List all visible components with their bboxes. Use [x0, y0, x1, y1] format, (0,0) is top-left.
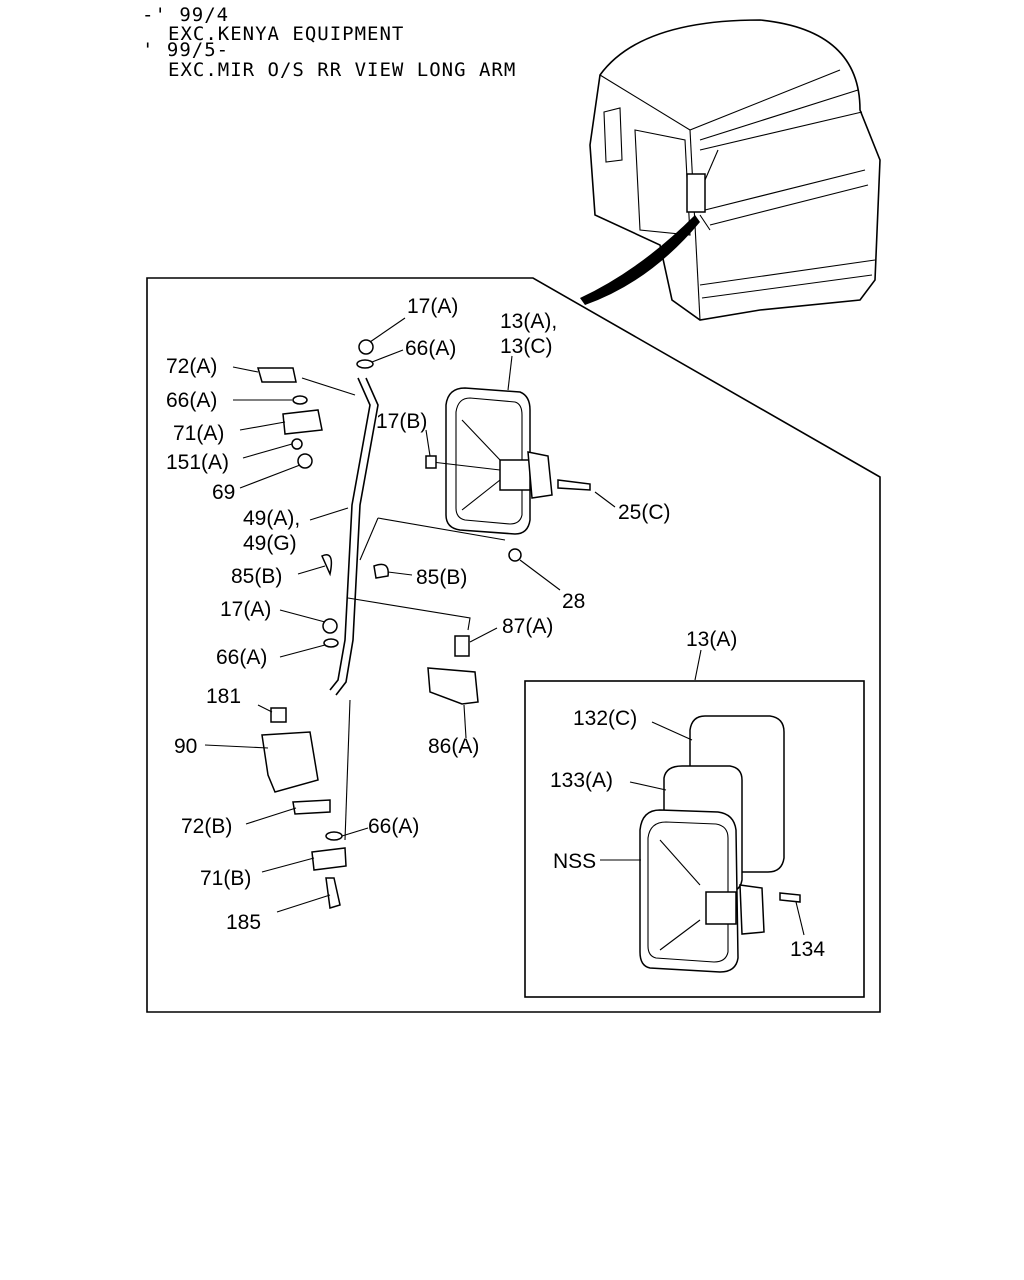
washer-66a-mid	[323, 638, 339, 648]
label-134: 134	[790, 938, 825, 961]
inset-frame	[524, 680, 865, 998]
cover-86a	[427, 667, 479, 705]
cap-69	[297, 453, 313, 469]
label-nss: NSS	[553, 850, 596, 873]
pad-87a	[454, 635, 470, 657]
label-132c: 132(C)	[573, 707, 637, 730]
screw-28	[508, 548, 522, 562]
label-28: 28	[562, 590, 585, 613]
header-line-4: EXC.MIR O/S RR VIEW LONG ARM	[168, 59, 516, 81]
label-85b-left: 85(B)	[231, 565, 282, 588]
washer-66a-bottom	[325, 831, 343, 841]
label-133a: 133(A)	[550, 769, 613, 792]
detail-pointer-arrow	[580, 215, 700, 305]
label-66a-top: 66(A)	[405, 337, 456, 360]
cap-85b-right	[373, 563, 389, 579]
leader-lines	[204, 317, 805, 936]
callout-labels: 17(A) 66(A) 13(A), 13(C) 72(A) 66(A) 17(…	[166, 295, 825, 961]
label-85b-right: 85(B)	[416, 566, 467, 589]
main-detail-frame	[146, 277, 881, 1013]
label-17a-top: 17(A)	[407, 295, 458, 318]
label-72a: 72(A)	[166, 355, 217, 378]
header-line-3: ' 99/5-	[142, 39, 229, 61]
washer-151a	[291, 438, 303, 450]
label-151a: 151(A)	[166, 451, 229, 474]
inset-mirror-assembly	[639, 715, 801, 973]
washer-66a-top	[356, 359, 374, 369]
label-69: 69	[212, 481, 235, 504]
screw-134	[779, 892, 801, 903]
label-185: 185	[226, 911, 261, 934]
label-66a-bottom: 66(A)	[368, 815, 419, 838]
nut-17b	[425, 455, 437, 469]
label-13c: 13(C)	[500, 335, 553, 358]
label-49a: 49(A),	[243, 507, 300, 530]
label-17b: 17(B)	[376, 410, 427, 433]
header-line-2: EXC.KENYA EQUIPMENT	[168, 23, 404, 45]
bracket-71b	[311, 847, 347, 871]
plate-72b	[292, 799, 331, 815]
vehicle-rear-illustration	[580, 19, 881, 321]
label-181: 181	[206, 685, 241, 708]
washer-66a-left	[292, 395, 308, 405]
label-87a: 87(A)	[502, 615, 553, 638]
label-17a-mid: 17(A)	[220, 598, 271, 621]
bolt-185	[325, 877, 341, 909]
label-71a: 71(A)	[173, 422, 224, 445]
bracket-90	[261, 731, 319, 793]
plate-181	[270, 707, 287, 723]
label-72b: 72(B)	[181, 815, 232, 838]
label-25c: 25(C)	[618, 501, 671, 524]
mirror-13a	[445, 387, 553, 535]
header-line-1: -' 99/4	[142, 4, 229, 26]
label-49g: 49(G)	[243, 532, 297, 555]
label-66a-left: 66(A)	[166, 389, 217, 412]
nut-17a-top	[358, 339, 374, 355]
bracket-71a	[282, 409, 323, 435]
mirror-housing-nss	[639, 809, 739, 973]
bolt-25c	[557, 479, 591, 491]
label-13a: 13(A),	[500, 310, 557, 333]
plate-72a	[257, 367, 297, 383]
vehicle-mirror-mark	[686, 173, 706, 213]
label-66a-mid: 66(A)	[216, 646, 267, 669]
label-90: 90	[174, 735, 197, 758]
mirror-arm-rod	[329, 377, 379, 841]
label-13a-inset: 13(A)	[686, 628, 737, 651]
nut-17a-mid	[322, 618, 338, 634]
cap-85b-left	[321, 554, 333, 577]
label-71b: 71(B)	[200, 867, 251, 890]
header-notes: -' 99/4 EXC.KENYA EQUIPMENT ' 99/5- EXC.…	[142, 4, 516, 81]
label-86a: 86(A)	[428, 735, 479, 758]
